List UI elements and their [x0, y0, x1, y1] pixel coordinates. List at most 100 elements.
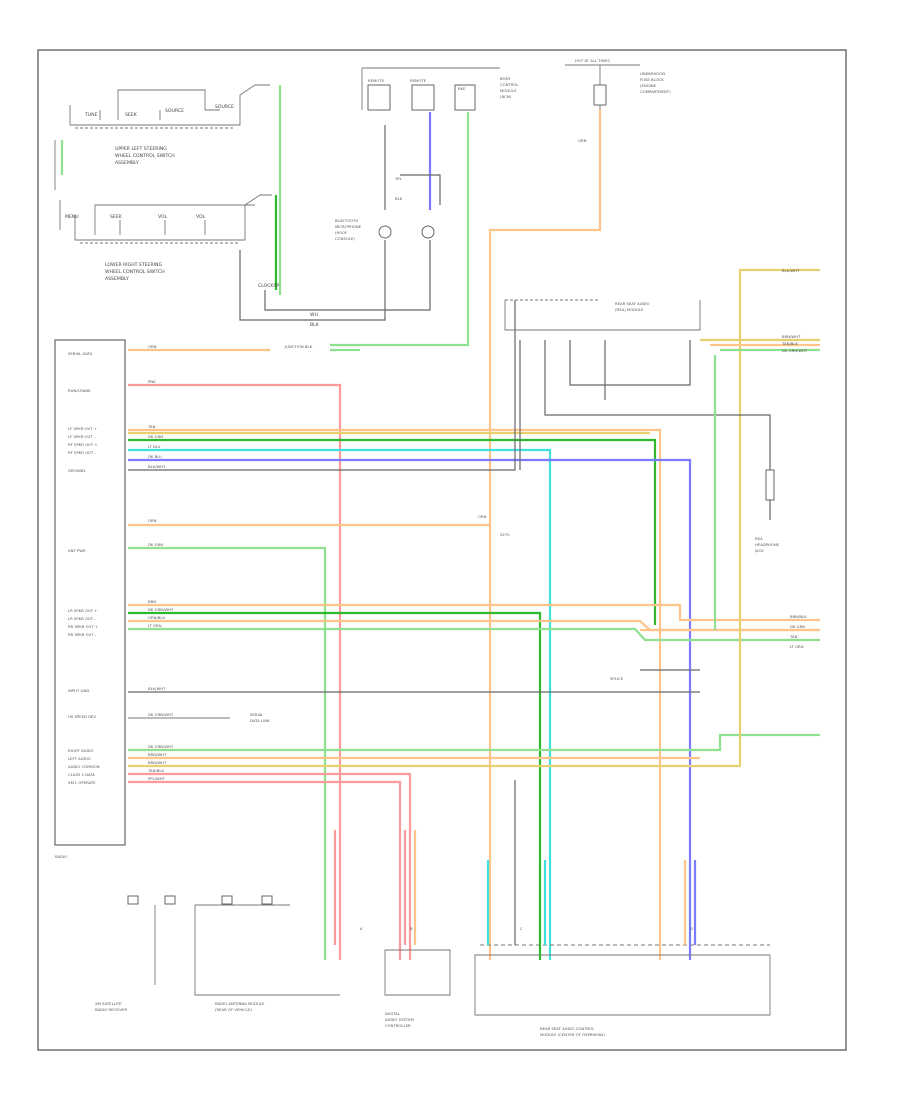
svg-text:MICROPHONE: MICROPHONE: [335, 224, 362, 229]
svg-text:DK GRN/WHT: DK GRN/WHT: [148, 744, 174, 749]
svg-text:FUSE BLOCK: FUSE BLOCK: [640, 77, 664, 82]
upper-steering-switch-assembly: TUNE SEEK SOURCE SOURCE UPPER LEFT STEER…: [69, 84, 270, 166]
svg-text:REMOTE: REMOTE: [410, 78, 427, 83]
svg-text:RSA: RSA: [755, 536, 763, 541]
svg-text:(REAR OF VEHICLE): (REAR OF VEHICLE): [215, 1007, 252, 1012]
svg-text:DATA LINK: DATA LINK: [250, 718, 270, 723]
lower-steering-switch-assembly: MENU SEEK VOL VOL LOWER RIGHT STEERING W…: [65, 194, 272, 282]
svg-text:REAR SEAT AUDIO: REAR SEAT AUDIO: [615, 301, 650, 306]
svg-text:CLOCKSP: CLOCKSP: [258, 283, 279, 289]
svg-text:RF SPKR OUT -: RF SPKR OUT -: [68, 450, 96, 455]
svg-text:BRN/WHT: BRN/WHT: [148, 752, 167, 757]
svg-text:DK GRN: DK GRN: [790, 624, 805, 629]
svg-text:XM SATELLITE: XM SATELLITE: [95, 1001, 122, 1006]
wire-audio-common-yellow: [128, 268, 820, 768]
svg-text:D: D: [690, 927, 693, 931]
svg-text:REAR SEAT AUDIO CONTROL: REAR SEAT AUDIO CONTROL: [540, 1026, 595, 1031]
wire-rr-green: [128, 627, 820, 642]
fuse-block-top-right: HOT AT ALL TIMES UNDERHOOD FUSE BLOCK (E…: [565, 58, 671, 110]
wire-ant-green: [128, 546, 327, 960]
svg-text:ANT PWR: ANT PWR: [68, 548, 86, 553]
svg-text:ORN: ORN: [148, 344, 157, 349]
svg-text:LOWER RIGHT STEERING: LOWER RIGHT STEERING: [105, 262, 162, 268]
svg-text:A: A: [360, 927, 363, 931]
svg-text:INPUT GND: INPUT GND: [68, 688, 89, 693]
svg-text:MODULE (CENTER OF OVERHEAD): MODULE (CENTER OF OVERHEAD): [540, 1032, 605, 1037]
svg-text:CLASS 2 DATA: CLASS 2 DATA: [68, 772, 95, 777]
svg-text:VOL: VOL: [196, 214, 206, 220]
wire-right-audio-green: [128, 733, 820, 752]
svg-text:LT BLU: LT BLU: [148, 444, 161, 449]
svg-text:SERIAL DATA: SERIAL DATA: [68, 351, 93, 356]
svg-text:PNK: PNK: [148, 379, 156, 384]
svg-text:(ENGINE: (ENGINE: [640, 83, 657, 88]
svg-text:CONSOLE): CONSOLE): [335, 236, 355, 241]
svg-text:LT GRN: LT GRN: [148, 623, 162, 628]
svg-text:BLK: BLK: [310, 322, 320, 328]
svg-text:LF SPKR OUT +: LF SPKR OUT +: [68, 426, 97, 431]
svg-text:C: C: [520, 927, 523, 931]
svg-text:DK BLU: DK BLU: [148, 454, 162, 459]
svg-text:SOURCE: SOURCE: [165, 108, 184, 114]
wire-xm-pink: [128, 780, 402, 960]
svg-text:RUN/CRANK: RUN/CRANK: [68, 388, 91, 393]
svg-text:ASSEMBLY: ASSEMBLY: [105, 276, 129, 282]
svg-text:RIGHT AUDIO: RIGHT AUDIO: [68, 748, 94, 753]
svg-text:SERIAL: SERIAL: [250, 712, 264, 717]
svg-text:JUNCTION BLK: JUNCTION BLK: [284, 344, 313, 349]
remote-components: REMOTE REMOTE RKE BODY CONTROL MODULE (B…: [335, 67, 519, 241]
svg-text:BLK/WHT: BLK/WHT: [782, 268, 800, 273]
svg-text:XM L OPERATE: XM L OPERATE: [68, 780, 96, 785]
svg-text:TUNE: TUNE: [84, 112, 98, 118]
wire-green-remote: [330, 112, 470, 347]
svg-text:HEADPHONE: HEADPHONE: [755, 542, 780, 547]
svg-text:RR SPKR OUT -: RR SPKR OUT -: [68, 632, 97, 637]
svg-text:DK GRN/WHT: DK GRN/WHT: [148, 712, 174, 717]
wire-class2-red: [128, 772, 412, 960]
svg-text:WHEEL CONTROL SWITCH: WHEEL CONTROL SWITCH: [115, 153, 175, 159]
svg-text:LF SPKR OUT -: LF SPKR OUT -: [68, 434, 96, 439]
svg-text:DK GRN: DK GRN: [148, 434, 163, 439]
svg-text:ASSEMBLY: ASSEMBLY: [115, 160, 139, 166]
svg-text:PPL/WHT: PPL/WHT: [148, 776, 166, 781]
wire-rf-cyan: [128, 448, 552, 960]
svg-text:B: B: [410, 927, 413, 931]
svg-text:BODY: BODY: [500, 76, 511, 81]
svg-text:ORN: ORN: [478, 514, 487, 519]
svg-text:RADIO RECEIVER: RADIO RECEIVER: [95, 1007, 128, 1012]
svg-text:LT GRN: LT GRN: [790, 644, 804, 649]
svg-text:SEEK: SEEK: [125, 112, 138, 118]
svg-text:BRN/WHT: BRN/WHT: [148, 760, 167, 765]
svg-text:(BCM): (BCM): [500, 94, 512, 99]
svg-text:HOT AT ALL TIMES: HOT AT ALL TIMES: [575, 58, 610, 63]
svg-text:HS SPEED DEV: HS SPEED DEV: [68, 714, 96, 719]
svg-text:BLK/WHT: BLK/WHT: [148, 686, 166, 691]
svg-text:BLK/WHT: BLK/WHT: [148, 464, 166, 469]
bottom-right-connector: REAR SEAT AUDIO CONTROL MODULE (CENTER O…: [474, 944, 771, 1037]
svg-text:WHEEL CONTROL SWITCH: WHEEL CONTROL SWITCH: [105, 269, 165, 275]
svg-text:CONTROLLER: CONTROLLER: [385, 1023, 411, 1028]
svg-text:VOL: VOL: [158, 214, 168, 220]
radio-module: SERIAL DATA RUN/CRANK LF SPKR OUT + LF S…: [54, 339, 126, 859]
svg-text:DK GRN/WHT: DK GRN/WHT: [782, 348, 808, 353]
wire-lr-orange: [128, 603, 820, 622]
svg-text:RKE: RKE: [458, 86, 466, 91]
svg-text:REMOTE: REMOTE: [368, 78, 385, 83]
svg-text:RADIO: RADIO: [55, 854, 67, 859]
svg-text:TAN/BLK: TAN/BLK: [781, 341, 798, 346]
svg-text:TAN: TAN: [147, 424, 156, 429]
svg-text:SEEK: SEEK: [110, 214, 123, 220]
svg-text:ORN/BLK: ORN/BLK: [148, 615, 165, 620]
svg-text:WH: WH: [310, 312, 318, 318]
svg-text:RR SPKR OUT +: RR SPKR OUT +: [68, 624, 98, 629]
svg-text:LR SPKR OUT +: LR SPKR OUT +: [68, 608, 97, 613]
svg-text:BRN/BLK: BRN/BLK: [790, 614, 807, 619]
svg-text:RF SPKR OUT +: RF SPKR OUT +: [68, 442, 98, 447]
bottom-left-components: XM SATELLITE RADIO RECEIVER RADIO ANTENN…: [95, 895, 340, 1012]
svg-text:CONTROL: CONTROL: [500, 82, 519, 87]
svg-text:BLK: BLK: [395, 196, 403, 201]
svg-text:BRN: BRN: [148, 599, 156, 604]
svg-text:DIGITAL: DIGITAL: [385, 1011, 401, 1016]
svg-text:COMPARTMENT): COMPARTMENT): [640, 89, 671, 94]
svg-text:TAN/BLK: TAN/BLK: [147, 768, 164, 773]
